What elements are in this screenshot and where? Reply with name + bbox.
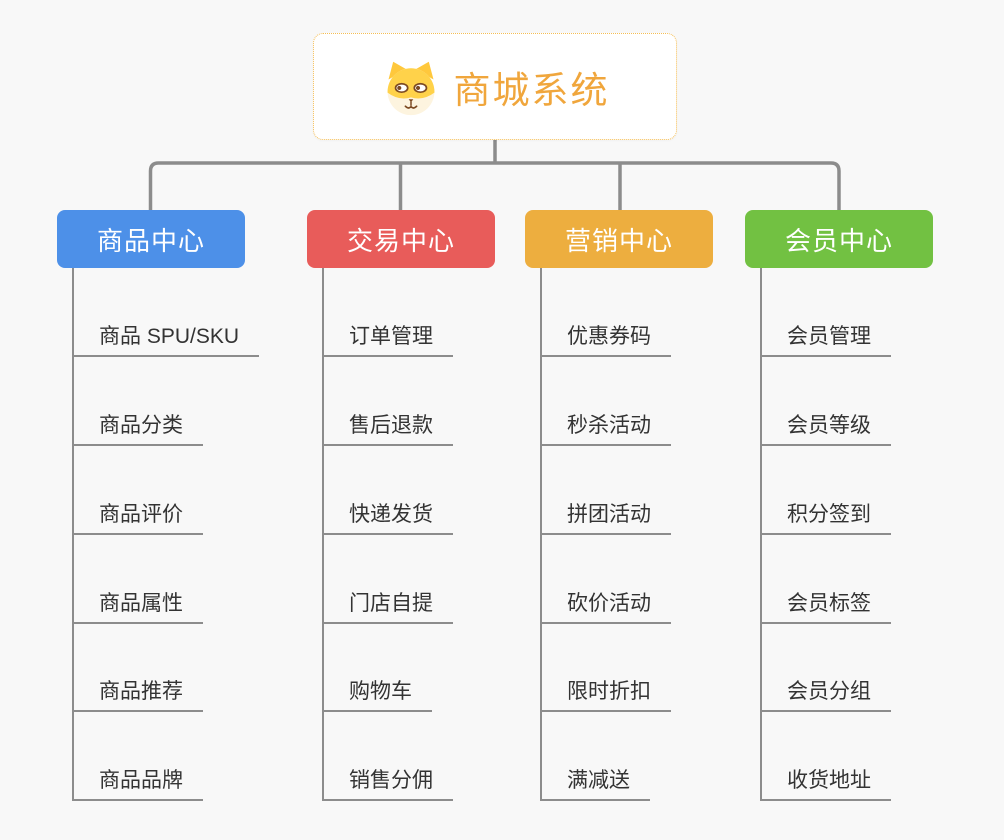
- leaf-node-products-1[interactable]: 商品分类: [72, 406, 203, 446]
- branch-label: 会员中心: [784, 225, 893, 256]
- dog-face-icon: [381, 57, 441, 117]
- leaf-node-marketing-3[interactable]: 砍价活动: [540, 584, 671, 624]
- leaf-node-marketing-0[interactable]: 优惠券码: [540, 317, 671, 357]
- leaf-node-trade-5[interactable]: 销售分佣: [322, 761, 453, 801]
- leaf-node-products-4[interactable]: 商品推荐: [72, 672, 203, 712]
- leaf-node-trade-2[interactable]: 快递发货: [322, 495, 453, 535]
- leaf-node-marketing-2[interactable]: 拼团活动: [540, 495, 671, 535]
- root-node-mall-system[interactable]: 商城系统: [313, 33, 677, 140]
- leaf-node-members-0[interactable]: 会员管理: [760, 317, 891, 357]
- leaf-node-trade-4[interactable]: 购物车: [322, 672, 432, 712]
- leaf-node-trade-1[interactable]: 售后退款: [322, 406, 453, 446]
- leaf-node-trade-3[interactable]: 门店自提: [322, 584, 453, 624]
- root-title: 商城系统: [453, 69, 610, 111]
- leaf-node-marketing-1[interactable]: 秒杀活动: [540, 406, 671, 446]
- leaf-node-members-3[interactable]: 会员标签: [760, 584, 891, 624]
- branch-node-marketing[interactable]: 营销中心: [525, 210, 713, 268]
- leaf-node-members-4[interactable]: 会员分组: [760, 672, 891, 712]
- leaf-node-marketing-5[interactable]: 满减送: [540, 761, 650, 801]
- branch-node-members[interactable]: 会员中心: [745, 210, 933, 268]
- branch-node-trade[interactable]: 交易中心: [307, 210, 495, 268]
- branch-label: 交易中心: [346, 225, 455, 256]
- leaf-node-members-1[interactable]: 会员等级: [760, 406, 891, 446]
- leaf-node-products-0[interactable]: 商品 SPU/SKU: [72, 317, 260, 357]
- leaf-node-members-5[interactable]: 收货地址: [760, 761, 891, 801]
- branch-node-products[interactable]: 商品中心: [57, 210, 245, 268]
- leaf-node-marketing-4[interactable]: 限时折扣: [540, 672, 671, 712]
- leaf-node-members-2[interactable]: 积分签到: [760, 495, 891, 535]
- branch-label: 营销中心: [564, 225, 673, 256]
- leaf-node-products-3[interactable]: 商品属性: [72, 584, 203, 624]
- leaf-node-trade-0[interactable]: 订单管理: [322, 317, 453, 357]
- leaf-node-products-2[interactable]: 商品评价: [72, 495, 203, 535]
- branch-label: 商品中心: [96, 225, 205, 256]
- leaf-node-products-5[interactable]: 商品品牌: [72, 761, 203, 801]
